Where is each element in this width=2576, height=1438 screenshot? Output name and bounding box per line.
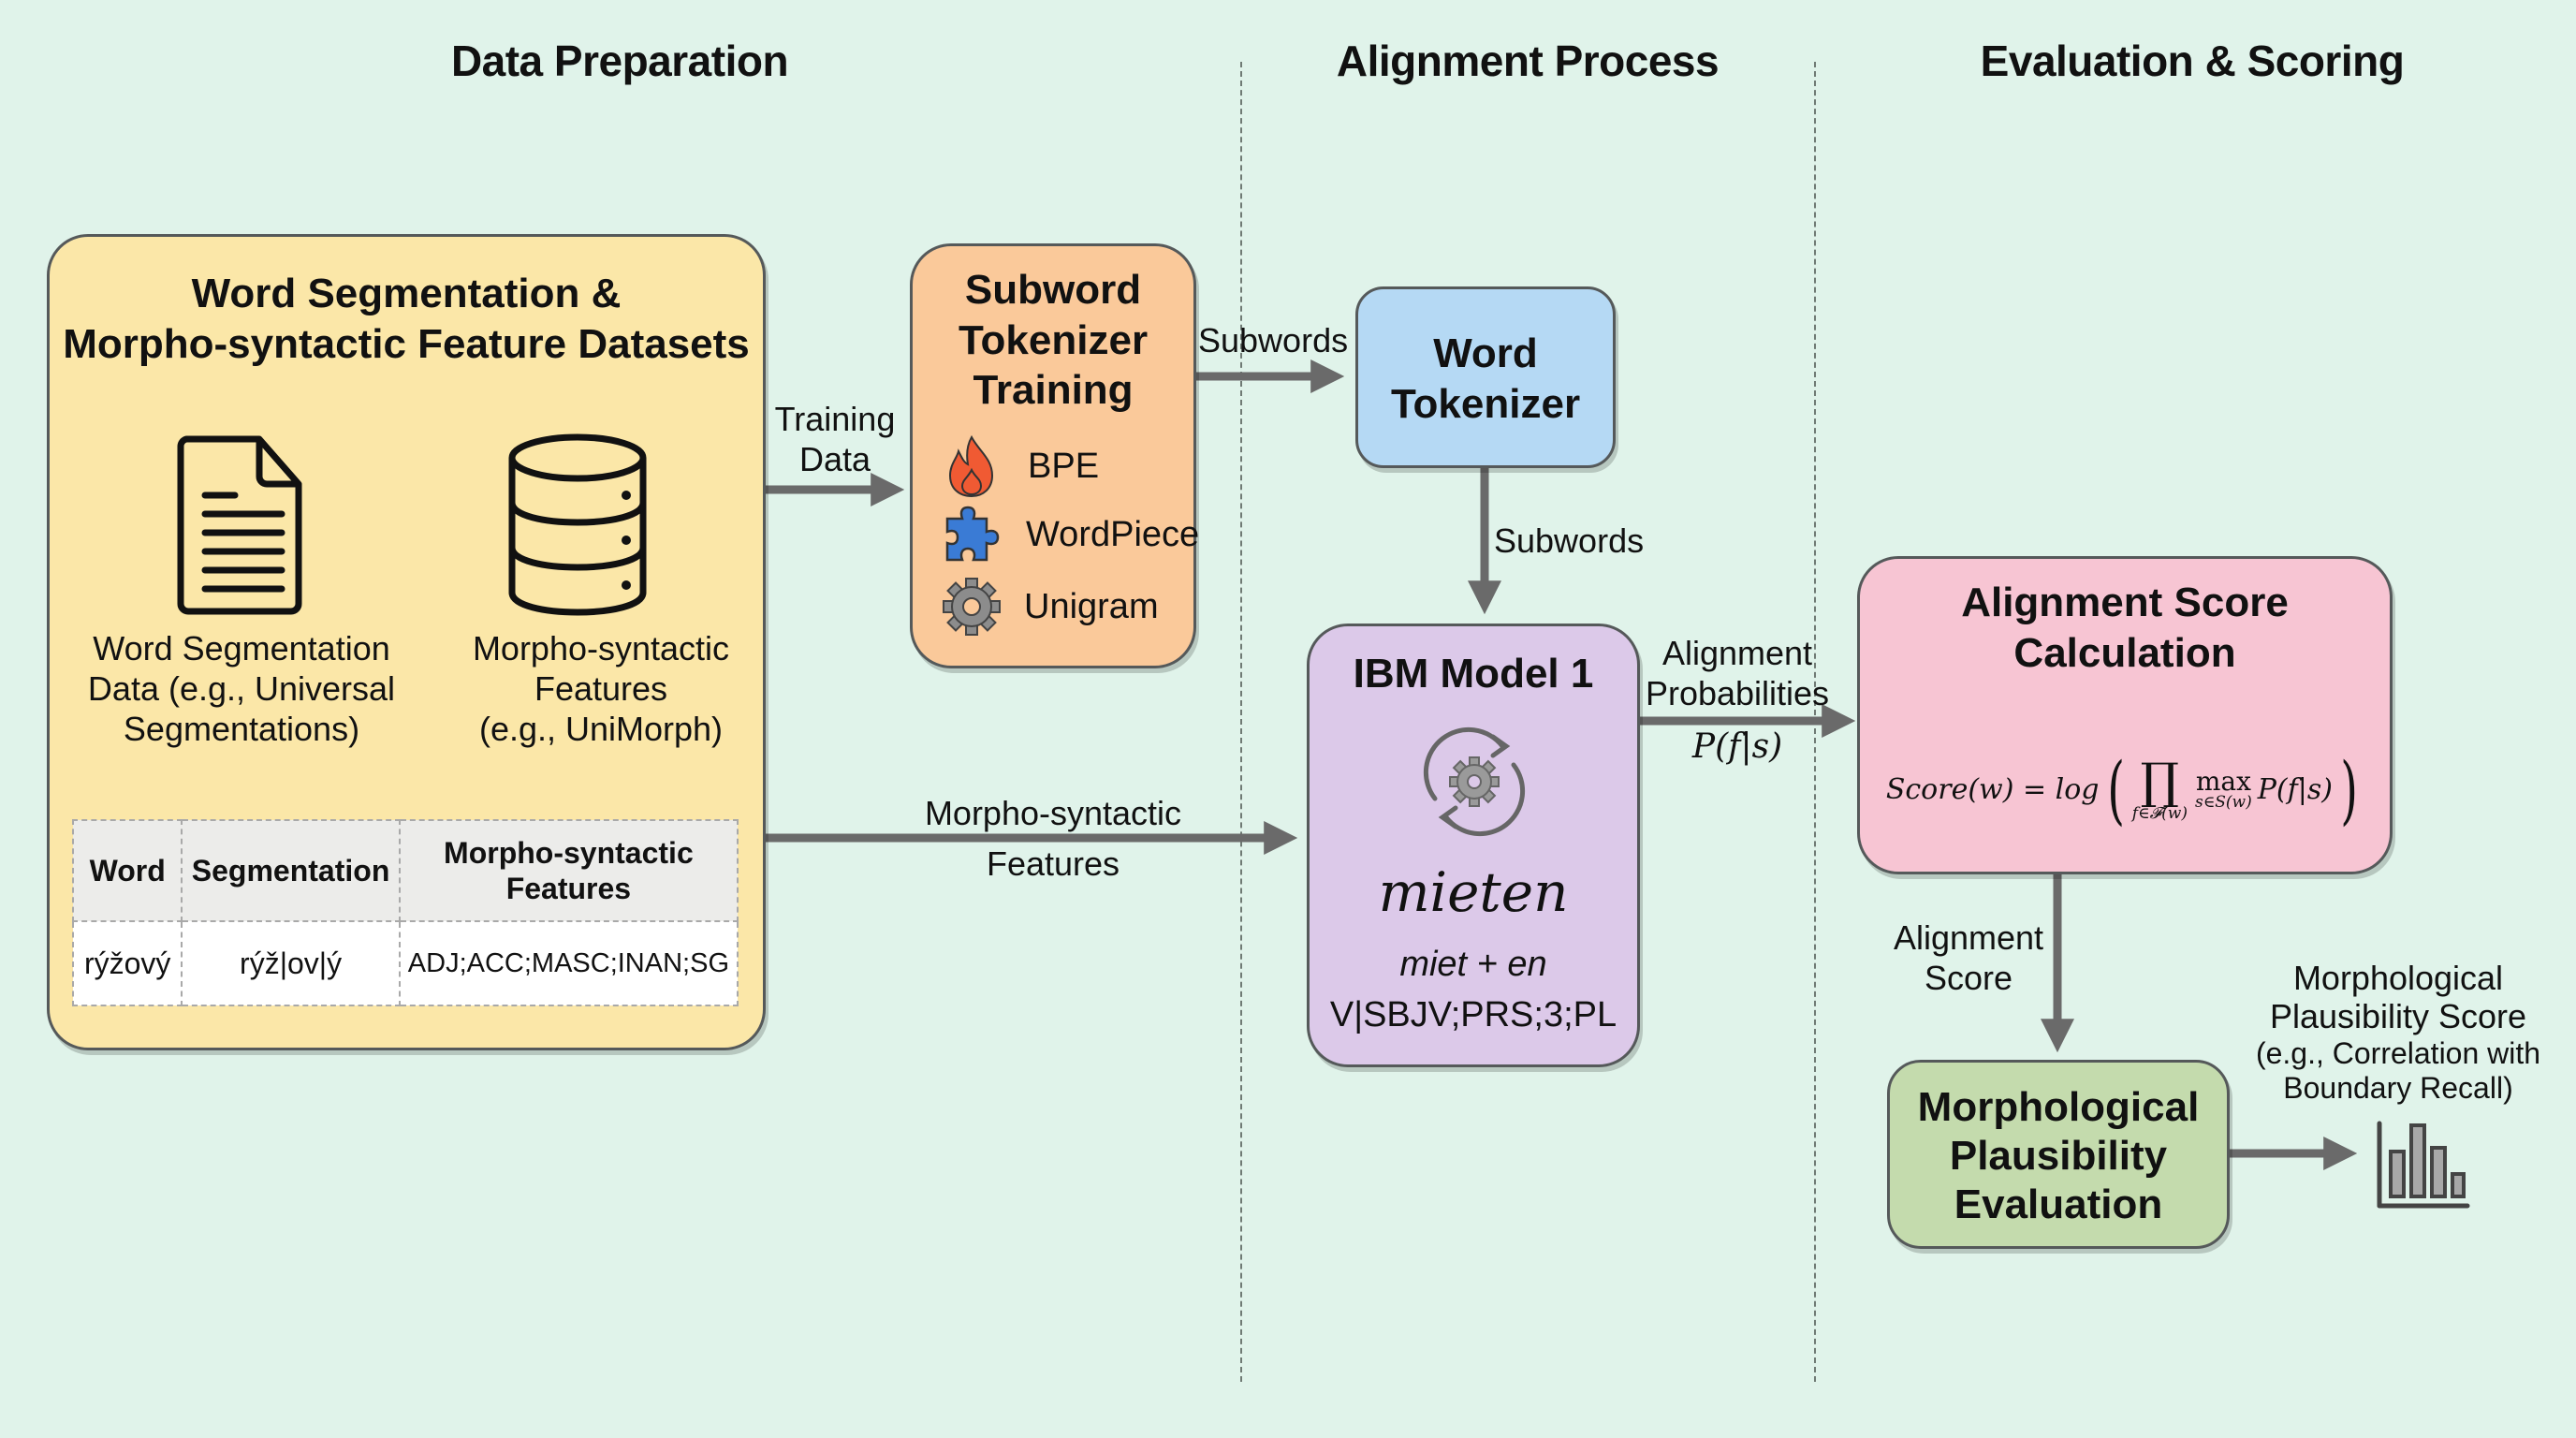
database-icon: [508, 433, 647, 616]
example-segmentation: miet + en: [1399, 945, 1547, 984]
edge-label-alignment-probabilities: Alignment Probabilities: [1645, 634, 1830, 713]
edge-label-probability-formula: P(f|s): [1691, 727, 1783, 766]
example-word: mieten: [1378, 860, 1569, 924]
example-features: V|SBJV;PRS;3;PL: [1329, 995, 1617, 1034]
algorithm-unigram: Unigram: [942, 577, 1159, 637]
algorithm-bpe: BPE: [944, 434, 1099, 498]
datasets-box-title: Word Segmentation & Morpho-syntactic Fea…: [63, 271, 750, 367]
gear-refresh-icon: [1423, 726, 1526, 837]
document-icon: [177, 435, 302, 615]
fire-icon: [948, 434, 994, 498]
section-title-evaluation-scoring: Evaluation & Scoring: [1980, 37, 2405, 85]
gear-icon: [943, 578, 1001, 636]
edge-label-training-data: Training Data: [774, 400, 896, 479]
puzzle-piece-icon: [945, 506, 1000, 562]
plausibility-score-caption: Morphological Plausibility Score (e.g., …: [2255, 959, 2541, 1105]
edge-label-subwords: Subwords: [1198, 321, 1349, 360]
section-title-data-preparation: Data Preparation: [450, 37, 789, 85]
dataset-example-table: Word Segmentation Morpho-syntactic Featu…: [71, 819, 739, 1006]
segmentation-data-caption: Word Segmentation Data (e.g., Universal …: [87, 629, 396, 749]
table-cell: ADJ;ACC;MASC;INAN;SG: [398, 920, 739, 1006]
word-tokenizer-box: Word Tokenizer: [1355, 286, 1616, 468]
edge-label-alignment-score: Alignment Score: [1893, 918, 2044, 998]
ibm-model-1-box: IBM Model 1 mieten miet + en V|SBJV;PRS;…: [1307, 624, 1640, 1067]
table-header: Segmentation: [181, 819, 401, 922]
section-title-alignment-process: Alignment Process: [1336, 37, 1720, 85]
section-divider: [1240, 62, 1242, 1382]
table-header-row: Word Segmentation Morpho-syntactic Featu…: [71, 819, 739, 922]
table-cell: rýžový: [71, 920, 183, 1006]
table-header: Morpho-syntactic Features: [398, 819, 739, 922]
table-cell: rýž|ov|ý: [181, 920, 401, 1006]
table-header: Word: [71, 819, 183, 922]
alignment-score-calculation-box: Alignment Score Calculation Score(w) = l…: [1857, 556, 2393, 874]
datasets-box: Word Segmentation & Morpho-syntactic Fea…: [47, 234, 766, 1050]
table-row: rýžový rýž|ov|ý ADJ;ACC;MASC;INAN;SG: [71, 920, 739, 1006]
edge-label-subwords: Subwords: [1494, 521, 1645, 560]
algorithm-wordpiece: WordPiece: [944, 506, 1199, 564]
morphological-plausibility-evaluation-box: Morphological Plausibility Evaluation: [1887, 1060, 2230, 1249]
edge-label-morpho-features: Morpho-syntactic Features: [924, 794, 1182, 883]
bar-chart-icon: [2377, 1121, 2470, 1209]
features-caption: Morpho-syntactic Features (e.g., UniMorp…: [472, 629, 730, 749]
score-formula: Score(w) = log ( ∏ f∈𝓕(w) max s∈S(w) P(f…: [1885, 746, 2358, 833]
